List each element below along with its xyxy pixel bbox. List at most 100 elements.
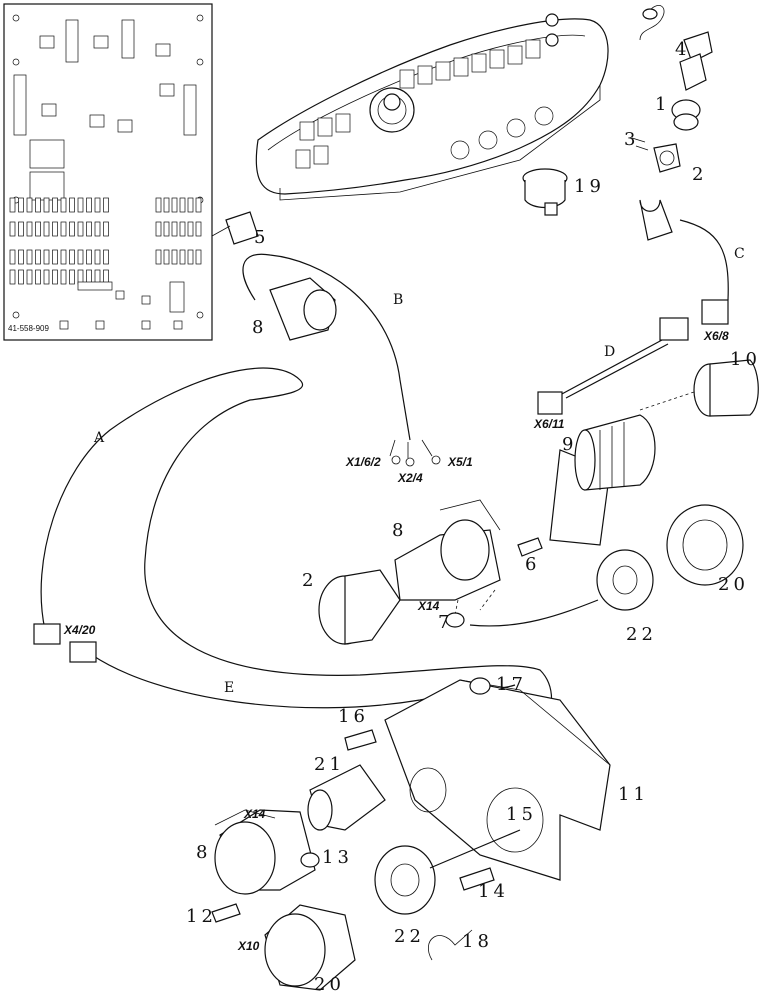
board-fuse: [69, 221, 75, 237]
board-fuse: [9, 269, 16, 285]
label-x5-1: X5/1: [447, 455, 473, 469]
board-terminal: [95, 320, 105, 330]
cable-d-end-connector: [659, 317, 689, 341]
console-rocker-switch: [489, 49, 505, 69]
board-fuse: [60, 197, 67, 213]
label-part-2-middle: 2: [302, 570, 317, 591]
board-fuse: [60, 249, 67, 265]
cable-letter-labels: A B C D E: [93, 246, 745, 696]
part-8-lower-face: [214, 821, 276, 895]
part-22-outer: [596, 549, 654, 611]
part-8-middle-face: [440, 519, 490, 581]
part-2-socket-pins: [659, 150, 675, 166]
part-5-leader: [211, 225, 231, 237]
board-fuse: [171, 221, 178, 237]
board-fuse: [103, 249, 109, 265]
label-x6-8: X6/8: [703, 329, 729, 343]
board-fuse: [69, 269, 75, 285]
board-fuse: [94, 197, 101, 213]
console-rotary-knob: [478, 130, 498, 150]
board-fuse: [187, 221, 194, 237]
board-mounting-hole: [196, 311, 204, 319]
board-main-fuse: [169, 281, 185, 313]
label-part-20-lower: 20: [314, 974, 345, 995]
part-4-plug-head: [683, 31, 713, 63]
board-mounting-hole: [12, 14, 20, 22]
part-10-body: [709, 359, 759, 417]
label-part-21: 21: [314, 754, 345, 775]
board-fuse: [43, 269, 50, 285]
board-connector-strip: [13, 74, 27, 136]
part-18-clip: [427, 929, 473, 961]
part-10-gland: [639, 359, 759, 417]
part-4-cap-strap: [639, 5, 665, 41]
part-22-grommet: [469, 549, 654, 627]
label-part-8-lower: 8: [196, 842, 211, 863]
label-part-16: 16: [338, 706, 369, 727]
board-fuse: [18, 269, 24, 285]
label-cable-a: A: [93, 430, 105, 446]
socket-connector-body: [639, 199, 673, 241]
board-fuse: [86, 249, 92, 265]
board-fuse: [94, 249, 101, 265]
board-mounting-hole: [196, 58, 204, 66]
board-terminal: [173, 320, 183, 330]
console-rocker-switch: [299, 121, 315, 141]
board-fuse: [52, 221, 58, 237]
console-rocker-switch: [417, 65, 433, 85]
part-9-ribs: [599, 422, 625, 490]
terminal-x2-4: [405, 457, 415, 467]
board-terminal: [141, 320, 151, 330]
label-part-14: 14: [478, 881, 509, 902]
label-x2-4: X2/4: [397, 471, 423, 485]
board-relay: [41, 103, 57, 117]
board-fuse: [155, 221, 162, 237]
board-fuse: [52, 197, 58, 213]
console-rocker-switch: [471, 53, 487, 73]
board-fuse: [52, 269, 58, 285]
part-12-screw: [211, 903, 241, 923]
terminal-x5-1: [431, 455, 441, 465]
part-8-lower-socket: [211, 809, 320, 923]
label-cable-b: B: [393, 292, 403, 308]
board-fuse: [103, 197, 109, 213]
board-fuse: [195, 249, 202, 265]
label-part-3: 3: [624, 129, 639, 150]
part-7-nut: [445, 612, 465, 628]
label-part-6: 6: [525, 554, 540, 575]
board-fuse: [195, 221, 202, 237]
console-rocker-switch: [453, 57, 469, 77]
part-8-upper-face: [303, 289, 337, 331]
part-11-hole-left: [409, 767, 447, 813]
part-21-sleeve: [307, 764, 386, 831]
board-terminal: [141, 295, 151, 305]
part-5-fuse: [211, 211, 259, 245]
label-part-11: 11: [618, 784, 649, 805]
board-fuse: [18, 221, 24, 237]
part-4-plug-body: [679, 53, 707, 91]
board-fuse: [9, 221, 16, 237]
part-11-bracket: [344, 677, 611, 881]
cable-b-wire-ends: [389, 439, 433, 458]
board-fuse: [171, 197, 178, 213]
part-3-screw: [631, 137, 649, 151]
board-fuse: [18, 197, 24, 213]
board-fuse: [52, 249, 58, 265]
board-fuse: [77, 249, 84, 265]
part-20-body: [666, 504, 744, 586]
connector-x6-11-body: [537, 391, 563, 415]
board-fuse: [179, 249, 186, 265]
board-relay: [159, 83, 175, 97]
part-22-lower-grommet: [374, 829, 521, 961]
part-20-inner: [682, 519, 728, 571]
board-fuse: [60, 269, 67, 285]
part-6-screw: [517, 537, 543, 557]
label-part-9: 9: [562, 434, 577, 455]
connector-x4-20-b: [69, 641, 97, 663]
board-fuse: [187, 197, 194, 213]
part-19-tab: [544, 202, 558, 216]
reference-code: 41-558-909: [8, 324, 49, 333]
label-part-15: 15: [506, 804, 537, 825]
